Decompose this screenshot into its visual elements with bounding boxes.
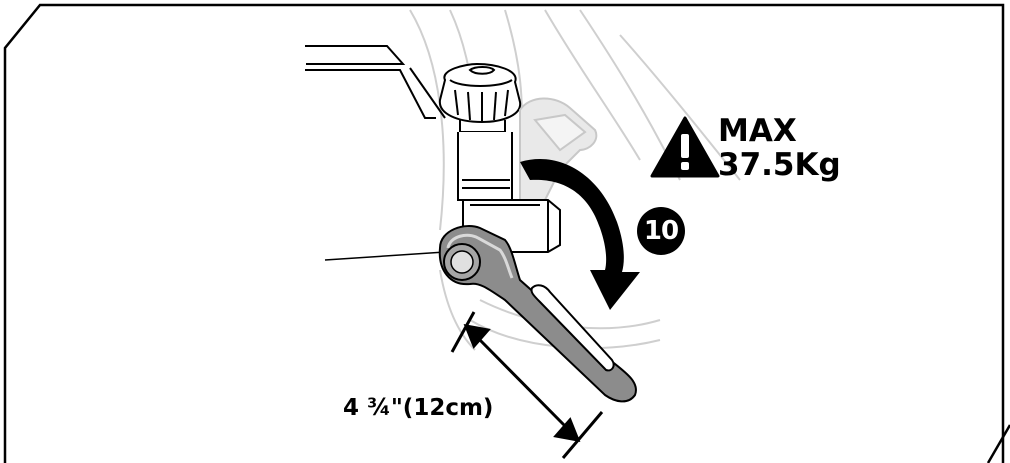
dimension-label: 4 ¾"(12cm) bbox=[343, 395, 494, 421]
pointer-line bbox=[324, 251, 446, 261]
handle-slot bbox=[530, 284, 615, 372]
warning-triangle-icon bbox=[650, 116, 720, 178]
lever-handle bbox=[438, 225, 637, 403]
seat-tray bbox=[305, 45, 446, 119]
dimension-arrow bbox=[450, 311, 604, 459]
max-load-warning: MAX 37.5Kg bbox=[718, 114, 841, 182]
adjustment-knob bbox=[438, 62, 522, 133]
seat-post bbox=[457, 132, 513, 201]
warning-line-max: MAX bbox=[718, 113, 797, 149]
rotation-arrow bbox=[520, 159, 640, 310]
frame-corner-cut bbox=[986, 424, 1010, 463]
step-number-badge: 10 bbox=[637, 207, 685, 255]
diagram-frame bbox=[3, 3, 1005, 463]
warning-line-weight: 37.5Kg bbox=[718, 147, 841, 183]
